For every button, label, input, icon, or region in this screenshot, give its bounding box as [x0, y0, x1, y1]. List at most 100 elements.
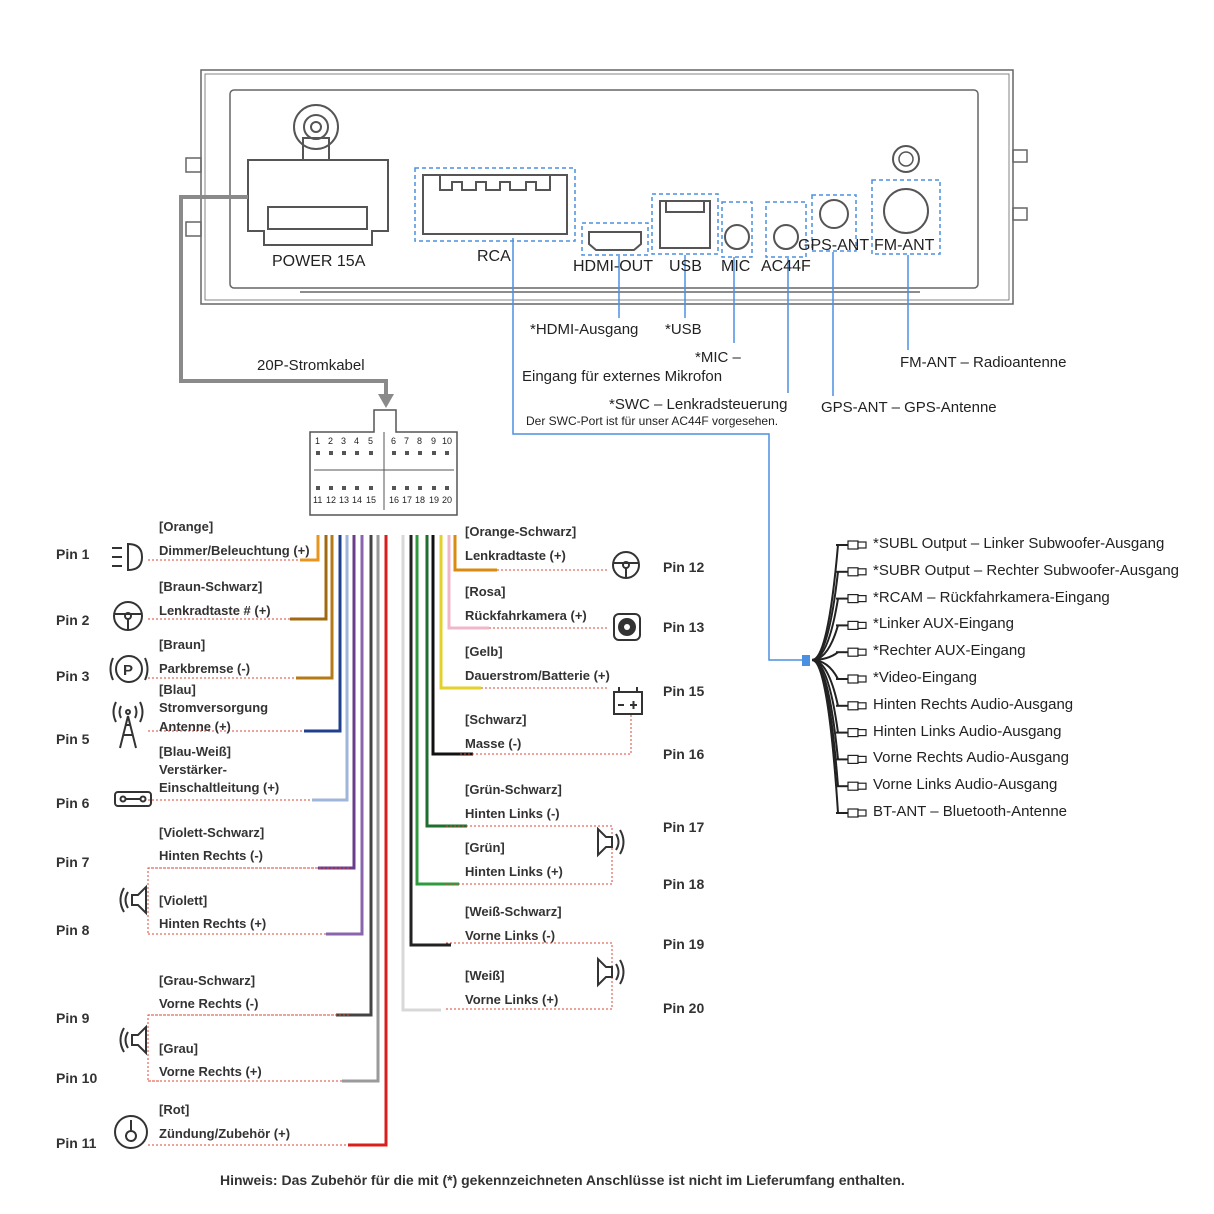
pin-function-label: Vorne Links (+)	[465, 992, 559, 1007]
wire-color-label: [Blau]	[159, 682, 196, 697]
pin-label: Pin 15	[663, 683, 705, 699]
rca-output-label: Hinten Links Audio-Ausgang	[873, 722, 1062, 740]
wire-right-1	[453, 535, 497, 572]
gps-port	[811, 194, 857, 252]
connector-number: 5	[368, 436, 374, 446]
connector-number: 2	[328, 436, 334, 446]
rca-connector	[414, 167, 576, 242]
connector-number: 11	[313, 495, 323, 505]
wire-right-2	[447, 535, 489, 630]
swc-description: *SWC – Lenkradsteuerung	[609, 396, 788, 413]
pin-label: Pin 16	[663, 746, 705, 762]
pin-label: Pin 2	[56, 612, 90, 628]
pin-function-label: Parkbremse (-)	[159, 661, 251, 676]
connector-pin-dot	[405, 486, 409, 490]
connector-pin-dot	[392, 486, 396, 490]
rca-plug-icon	[857, 621, 867, 630]
wire-color-label: [Rot]	[159, 1102, 190, 1117]
battery-icon	[613, 687, 643, 715]
wire-color-label: [Violett]	[159, 893, 208, 908]
fm-port	[871, 145, 941, 255]
rca-plug-icon	[857, 675, 867, 683]
rca-plug-icon	[857, 702, 867, 710]
rca-plug-icon	[847, 674, 859, 684]
wire-color-label: [Orange-Schwarz]	[465, 524, 577, 539]
wire-color-label: [Schwarz]	[465, 712, 527, 727]
speaker-icons	[119, 826, 625, 1056]
connector-pin-dot	[432, 451, 436, 455]
wire-color-label: [Violett-Schwarz]	[159, 825, 265, 840]
hdmi-port-label: HDMI-OUT	[573, 258, 653, 275]
connector-pin-dot	[369, 451, 373, 455]
pin-label: Pin 3	[56, 668, 90, 684]
pin-label: Pin 13	[663, 619, 705, 635]
mic-port	[721, 201, 753, 258]
wire-color-label: [Braun]	[159, 637, 206, 652]
wire-right-4	[431, 535, 473, 756]
svg-text:P: P	[123, 662, 133, 679]
rca-bundle-node	[802, 655, 810, 666]
antenna-icon	[112, 701, 144, 749]
usb-port	[651, 193, 719, 255]
pin-function-label: Vorne Links (-)	[465, 928, 556, 943]
connector-number: 9	[431, 436, 437, 446]
pin-function-label: Dimmer/Beleuchtung (+)	[159, 543, 310, 558]
ignition-key-icon	[114, 1115, 148, 1149]
mic-description-1: *MIC –	[695, 349, 741, 366]
mic-port-label: MIC	[721, 258, 751, 275]
pin-function-label: Lenkradtaste # (+)	[159, 603, 271, 618]
wire-left-2	[290, 535, 328, 621]
pin-label: Pin 18	[663, 876, 705, 892]
gps-port-label: GPS-ANT	[798, 237, 870, 254]
pin-label: Pin 5	[56, 731, 90, 747]
speaker-icon	[597, 826, 625, 858]
wire-right-3	[439, 535, 481, 690]
pin-label: Pin 19	[663, 936, 705, 952]
connector-number: 4	[354, 436, 360, 446]
wire-left-3	[296, 535, 334, 680]
rca-lead	[811, 659, 839, 814]
wire-left-10	[348, 535, 388, 1147]
fm-description: FM-ANT – Radioantenne	[900, 354, 1067, 371]
wire-left-5	[312, 535, 349, 802]
pin-function-label: Hinten Links (+)	[465, 864, 563, 879]
pin-label: Pin 1	[56, 546, 90, 562]
pin-label: Pin 11	[56, 1135, 97, 1151]
speaker-icon	[597, 956, 625, 988]
pin-function-label: Hinten Rechts (+)	[159, 916, 267, 931]
rca-plug-icon	[847, 567, 859, 577]
power-cable	[179, 195, 394, 408]
wire-right-7	[409, 535, 451, 947]
rca-plug-icon	[857, 809, 867, 817]
rca-plug-icon	[847, 620, 859, 631]
steering-wheel-icon-right	[612, 551, 640, 579]
usb-description: *USB	[665, 321, 702, 338]
wire-left-7	[326, 535, 364, 936]
connector-pin-dot	[369, 486, 373, 490]
pin-label: Pin 8	[56, 922, 90, 938]
rca-output-label: Vorne Rechts Audio-Ausgang	[873, 749, 1069, 767]
wire-color-label: [Grau-Schwarz]	[159, 973, 256, 988]
rca-output-label: BT-ANT – Bluetooth-Antenne	[873, 803, 1068, 820]
rca-plug-icon	[847, 808, 859, 818]
pin-label: Pin 9	[56, 1010, 90, 1026]
wire-right-6	[415, 535, 459, 886]
connector-number: 12	[326, 495, 337, 505]
hdmi-port	[581, 222, 649, 256]
power-connector	[247, 104, 389, 246]
connector-pin-dot	[329, 451, 333, 455]
pin-function-label: Masse (-)	[465, 736, 522, 751]
wire-color-label: [Grün]	[465, 840, 505, 855]
rca-plug-icon	[857, 594, 867, 603]
connector-number: 19	[429, 495, 440, 505]
wire-left-1	[300, 535, 320, 562]
wire-right-5	[425, 535, 467, 828]
connector-number: 6	[391, 436, 397, 446]
pin-function-label: Zündung/Zubehör (+)	[159, 1126, 291, 1141]
connector-pin-dot	[355, 486, 359, 490]
wire-color-label: [Blau-Weiß]	[159, 744, 231, 759]
wire-color-label: [Orange]	[159, 519, 214, 534]
power-port-label: POWER 15A	[272, 253, 366, 270]
rca-port-label: RCA	[477, 248, 511, 265]
rca-output-label: *Rechter AUX-Eingang	[873, 642, 1026, 660]
